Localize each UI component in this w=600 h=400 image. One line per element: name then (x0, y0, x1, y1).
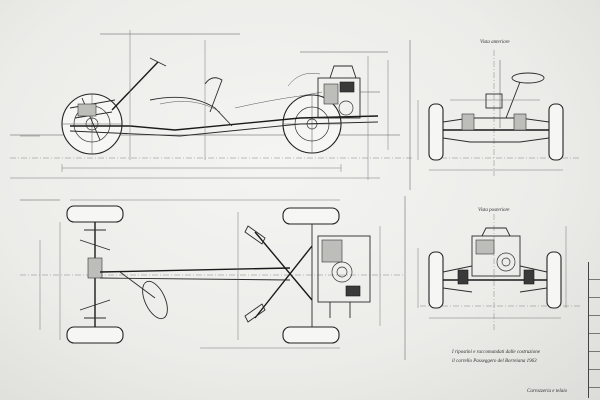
steering-column (111, 61, 159, 111)
rear-engine (471, 227, 521, 277)
plan-view (20, 199, 405, 349)
plan-front-right-wheel (66, 326, 124, 344)
steering-wheel-front (511, 72, 545, 84)
front-right-wheel (548, 103, 564, 161)
title-block (588, 262, 600, 398)
front-view-label: Vista posteriore (478, 208, 510, 213)
rear-left-wheel (428, 251, 444, 309)
front-view (417, 50, 580, 176)
side-view-label: Vista anteriore (480, 40, 510, 45)
drawing-note-2: il carrello Passeggero del Borreiana 196… (452, 359, 537, 364)
seat-back (204, 77, 223, 113)
rear-right-wheel (546, 251, 562, 309)
rear-view (417, 214, 580, 330)
front-left-wheel (428, 103, 444, 161)
side-elevation-view (10, 30, 412, 180)
plan-rear-crossmember (254, 231, 313, 319)
plan-central-tube (99, 267, 291, 273)
chassis-rail-lower (69, 121, 379, 137)
steering-wheel-side (149, 57, 167, 67)
engine-side (317, 65, 380, 119)
corner-note: Carrozzeria e telaio (527, 389, 568, 394)
seat-outline (149, 96, 233, 127)
plan-rear-right-wheel (282, 326, 340, 344)
plan-engine (317, 235, 371, 318)
plan-front-left-wheel (66, 205, 124, 223)
plan-steering-wheel (142, 280, 168, 320)
drawing-note-1: I ripostini e raccomandati dalle costruz… (452, 350, 540, 355)
front-wheel-side (61, 93, 123, 155)
plan-rear-left-wheel (282, 207, 340, 225)
steering-box (77, 103, 97, 117)
chassis-rail (70, 115, 379, 131)
